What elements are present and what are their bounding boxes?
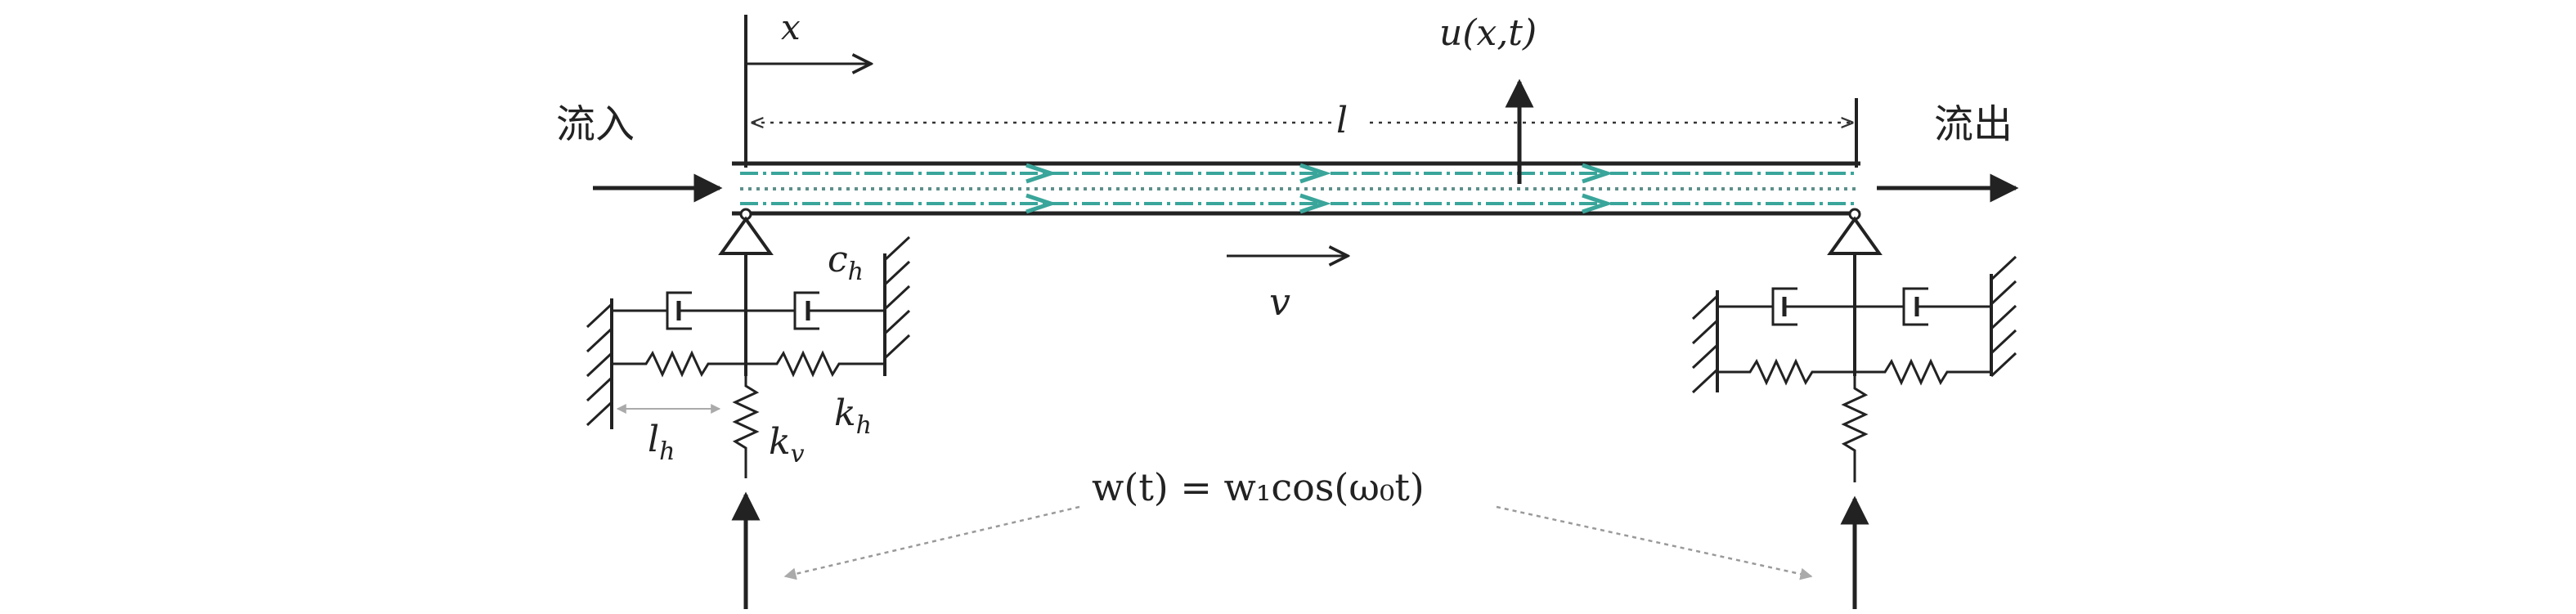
damping-h-label: ch [828,239,864,286]
spring-v-label: kv [769,421,805,468]
velocity-label: v [1269,280,1290,324]
length-label: l [1336,100,1348,141]
excitation-guide-right [1496,505,1813,580]
x-axis-label: x [781,7,801,47]
right-support [1691,208,2017,482]
outflow-label: 流出 [1934,101,2013,147]
left-support [586,208,911,478]
excitation-guide-left [783,505,1080,580]
fluid-streamlines [740,163,1856,214]
excitation-formula: w(t) = w₁cos(ω₀t) [1092,465,1425,509]
inflow-label: 流入 [556,101,635,147]
spring-h-label: kh [834,392,872,440]
offset-label: lh [648,419,675,466]
deflection-label: u(x,t) [1439,12,1537,54]
